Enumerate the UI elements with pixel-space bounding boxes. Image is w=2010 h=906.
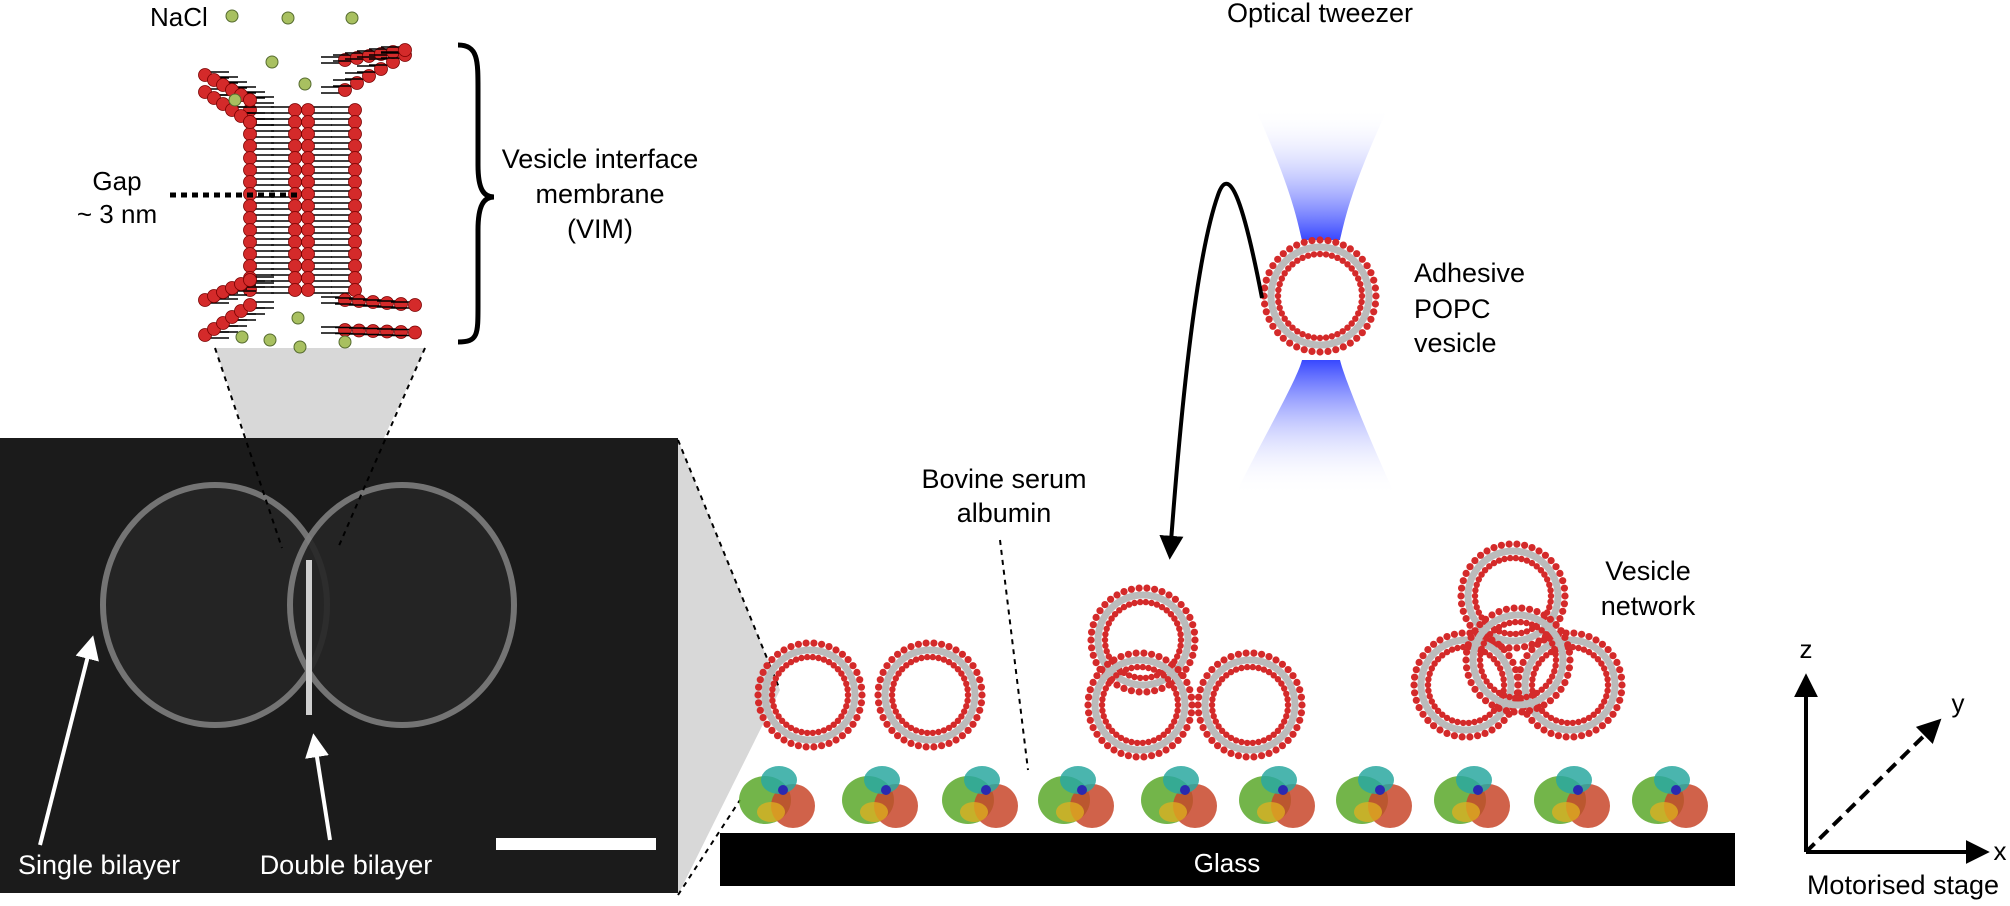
zoom-funnel-right — [678, 440, 780, 895]
double-bilayer-arrow — [305, 733, 332, 841]
vim-label-3: (VIM) — [567, 214, 633, 244]
glass-slide — [720, 833, 1735, 886]
zoom-dash-network-bottom — [677, 799, 741, 896]
bsa-protein — [842, 766, 918, 828]
bsa-pointer — [999, 539, 1029, 771]
network-cluster-vesicle-center — [1462, 604, 1574, 716]
bsa-label-1: Bovine serum — [921, 464, 1086, 494]
y-axis — [1804, 718, 1942, 854]
nacl-ion — [265, 55, 279, 69]
network-label-2: network — [1601, 591, 1696, 621]
single-bilayer-arrow — [38, 635, 99, 846]
gap-label-2: ~ 3 nm — [77, 199, 157, 229]
zoom-dash-right — [337, 347, 426, 549]
bsa-protein — [1038, 766, 1114, 828]
nacl-ion — [281, 11, 295, 25]
nacl-ion — [293, 340, 307, 354]
motorised-stage-label: Motorised stage — [1807, 870, 1999, 900]
bsa-protein — [1434, 766, 1510, 828]
vim-label-2: membrane — [535, 179, 664, 209]
optical-tweezer-label: Optical tweezer — [1227, 0, 1413, 28]
adhesive-label-3: vesicle — [1414, 328, 1497, 358]
single-bilayer-label: Single bilayer — [18, 850, 180, 880]
adhesive-label-2: POPC — [1414, 294, 1491, 324]
bsa-protein — [1141, 766, 1217, 828]
vesicles — [754, 236, 1626, 761]
vim-brace — [457, 42, 495, 345]
network-label-1: Vesicle — [1605, 556, 1691, 586]
nacl-ion — [345, 11, 359, 25]
nacl-ion — [291, 311, 305, 325]
nacl-ion — [235, 330, 249, 344]
nacl-ion — [338, 335, 352, 349]
network-triple-vesicle-left — [1084, 649, 1196, 761]
bsa-protein — [1632, 766, 1708, 828]
vim-bottom-left-membrane — [198, 273, 274, 342]
nacl-ion — [298, 77, 312, 91]
bsa-protein — [1239, 766, 1315, 828]
bsa-proteins — [739, 766, 1708, 828]
vim-top-right-membrane — [321, 43, 412, 97]
bsa-protein — [739, 766, 815, 828]
double-bilayer-label: Double bilayer — [260, 850, 433, 880]
transfer-arrow — [1159, 181, 1264, 560]
vim-leaflet-2 — [301, 103, 332, 297]
y-axis-label: y — [1952, 688, 1965, 718]
vim-label-1: Vesicle interface — [502, 144, 699, 174]
bsa-protein — [942, 766, 1018, 828]
vim-leaflet-1 — [271, 103, 302, 297]
bsa-label-2: albumin — [957, 498, 1052, 528]
vim-leaflet-0 — [243, 103, 274, 297]
network-triple-vesicle-right — [1194, 649, 1306, 761]
x-axis-label: x — [1994, 836, 2007, 866]
gap-label-1: Gap — [92, 166, 141, 196]
vim-bottom-right-membrane — [321, 293, 422, 340]
fluorescence-micrograph — [0, 438, 678, 893]
network-pair-vesicle-right — [874, 639, 986, 751]
stage-axes — [1794, 673, 1990, 864]
nacl-ion — [263, 333, 277, 347]
vim-schematic — [198, 43, 422, 342]
vim-leaflet-3 — [331, 103, 362, 297]
bsa-protein — [1534, 766, 1610, 828]
nacl-ion — [228, 93, 242, 107]
glass-label: Glass — [1194, 848, 1260, 878]
bsa-protein — [1336, 766, 1412, 828]
nacl-label: NaCl — [150, 2, 208, 32]
nacl-ions — [225, 9, 359, 354]
z-axis-label: z — [1800, 634, 1813, 664]
nacl-ion — [225, 9, 239, 23]
adhesive-label-1: Adhesive — [1414, 258, 1525, 288]
network-pair-vesicle-left — [754, 639, 866, 751]
optical-tweezer-beam — [1235, 108, 1395, 495]
scale-bar — [496, 838, 656, 850]
adhesive-popc-vesicle — [1260, 236, 1380, 356]
